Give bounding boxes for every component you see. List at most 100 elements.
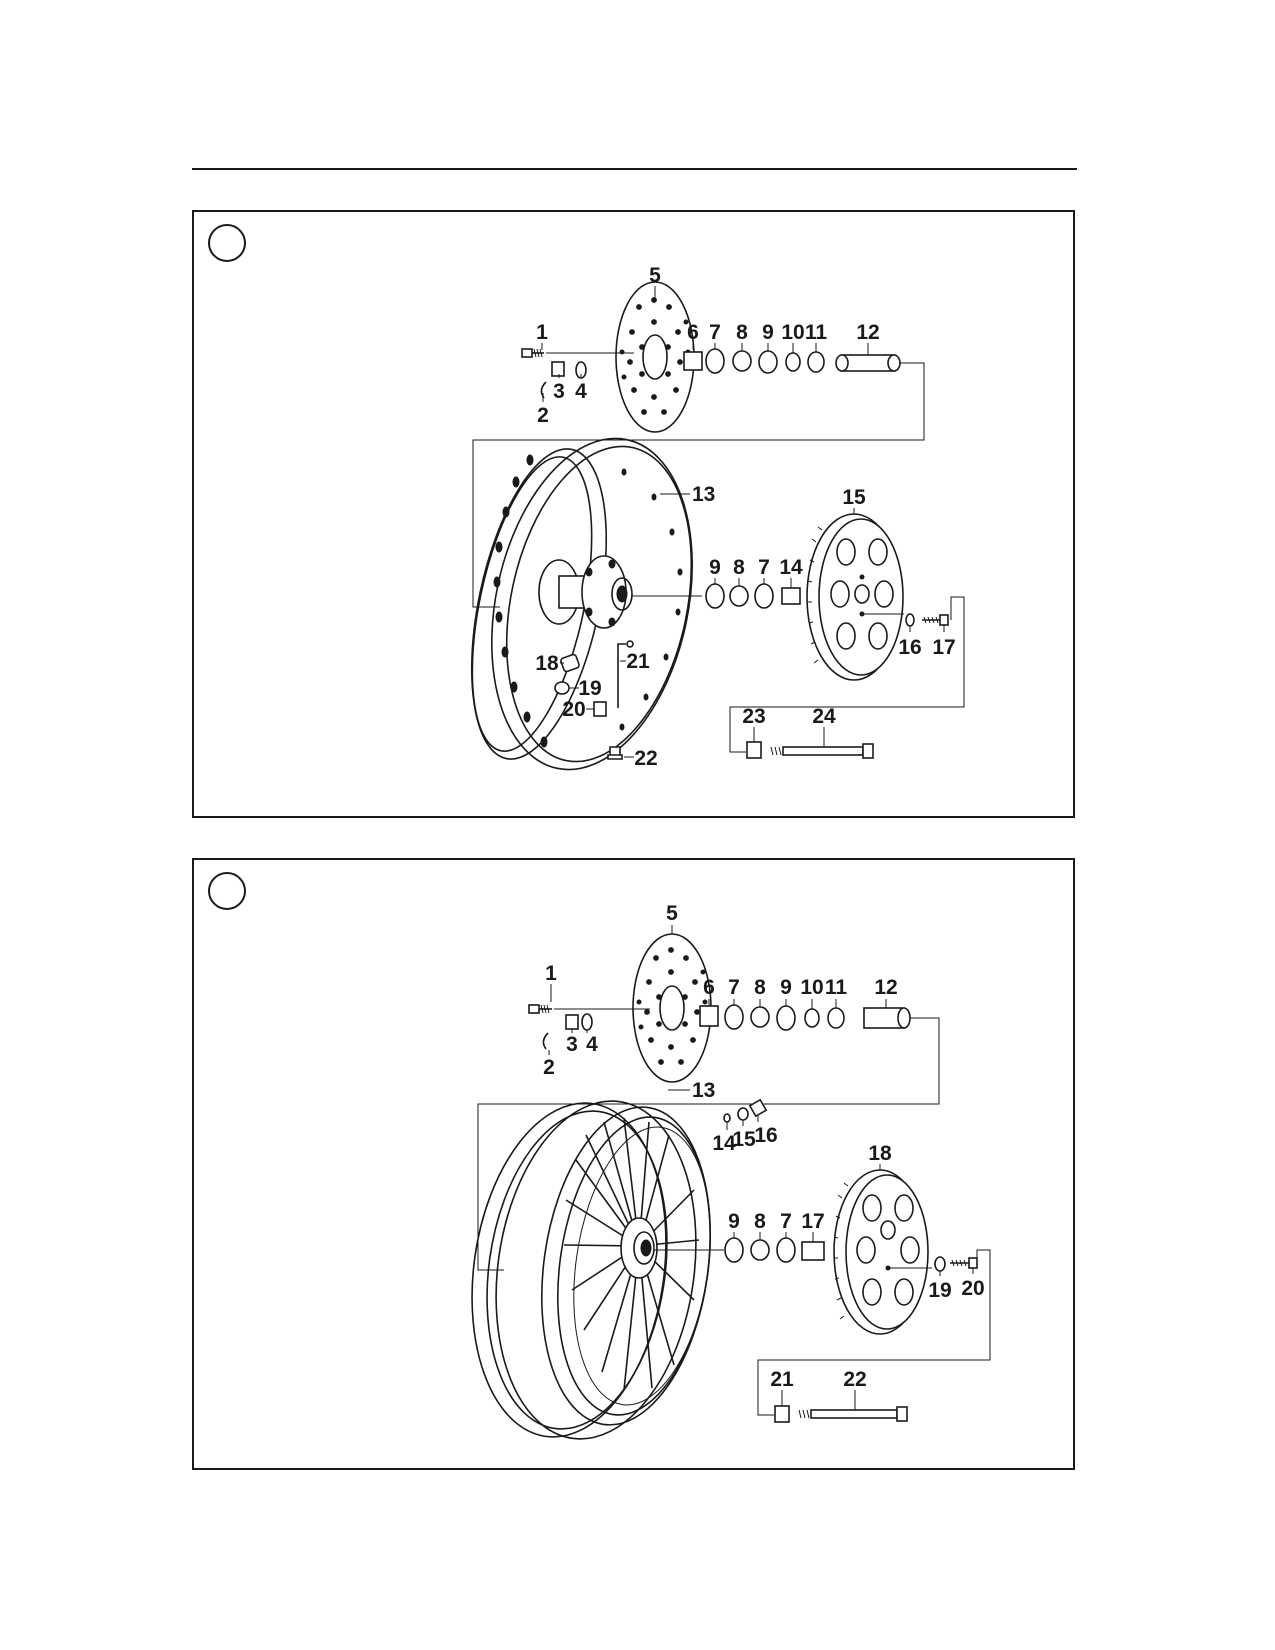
callout-label: 8	[754, 1210, 766, 1233]
roller-bearing	[750, 1239, 770, 1261]
header-rule	[192, 168, 1077, 170]
cast-wheel-drawing: 1 2 3 4 5 6 7 8 9 10 11 12 13 14 15 16 1…	[471, 902, 991, 1440]
callout-label: 20	[961, 1277, 984, 1300]
assembly-path-line	[729, 596, 965, 753]
callout-label: 17	[801, 1210, 824, 1233]
figure-marker-circle	[208, 224, 246, 262]
lock-nut	[554, 681, 570, 695]
callout-label: 10	[781, 321, 804, 344]
roller-bearing	[750, 1006, 770, 1028]
callout-label: 5	[649, 264, 661, 287]
callout-label: 14	[779, 556, 803, 579]
callout-label: 3	[566, 1033, 578, 1056]
callout-label: 2	[537, 404, 549, 427]
callout-label: 21	[770, 1368, 794, 1391]
seal	[705, 583, 725, 609]
callout-label: 13	[692, 483, 715, 506]
callout-label: 20	[562, 698, 585, 721]
valve-stem	[617, 643, 626, 708]
callout-label: 15	[842, 486, 866, 509]
callout-label: 11	[805, 321, 828, 344]
bearing-cup	[754, 583, 774, 609]
callout-label: 22	[634, 747, 657, 770]
callout-label: 19	[928, 1279, 951, 1302]
callout-label: 4	[575, 380, 587, 403]
o-ring	[807, 351, 825, 373]
callout-label: 6	[687, 321, 699, 344]
pulley-bolt	[922, 614, 949, 626]
castle-nut	[551, 361, 565, 377]
pulley-washer	[934, 1256, 946, 1272]
callout-label: 18	[535, 652, 559, 675]
callout-label: 18	[868, 1142, 892, 1165]
seal	[758, 350, 778, 374]
roller-bearing	[732, 350, 752, 372]
callout-label: 1	[536, 321, 548, 344]
callout-label: 21	[626, 650, 650, 673]
exploded-view-spoke-wheel: 1 2 3 4 5 6 7 8 9 10 11 12 13 9 8 7 14 1…	[192, 210, 1075, 818]
bearing-cup	[705, 348, 725, 374]
callout-label: 14	[712, 1132, 736, 1155]
spoke-nipple	[560, 653, 580, 673]
callout-label: 7	[709, 321, 721, 344]
seal	[724, 1237, 744, 1263]
callout-label: 19	[578, 677, 601, 700]
callout-label: 2	[543, 1056, 555, 1079]
callout-label: 9	[762, 321, 774, 344]
spacer	[683, 351, 703, 371]
callout-label: 4	[586, 1033, 598, 1056]
callout-label: 8	[733, 556, 745, 579]
callout-label: 24	[812, 705, 836, 728]
callout-label: 12	[874, 976, 897, 999]
pulley-bolt	[950, 1257, 978, 1269]
cast-wheel-rim	[471, 1100, 724, 1440]
callout-label: 11	[825, 976, 848, 999]
callout-label: 9	[780, 976, 792, 999]
pulley-washer	[905, 613, 915, 627]
callout-label: 9	[728, 1210, 740, 1233]
callout-label: 15	[732, 1128, 756, 1151]
callout-label: 23	[742, 705, 765, 728]
disc-washer	[581, 1013, 593, 1031]
spacer	[781, 587, 801, 605]
axle-sleeve	[835, 354, 901, 372]
small-bolt	[748, 1098, 768, 1118]
brake-disc	[615, 281, 695, 433]
spoke-wheel-rim	[470, 437, 693, 771]
callout-label: 5	[666, 902, 678, 925]
small-nut	[737, 1107, 749, 1121]
callout-label: 8	[736, 321, 748, 344]
small-washer	[723, 1113, 731, 1123]
disc-bolt	[521, 348, 634, 358]
valve-core	[607, 746, 623, 760]
callout-label: 3	[553, 380, 565, 403]
callout-label: 7	[780, 1210, 792, 1233]
spoke-wheel-drawing: 1 2 3 4 5 6 7 8 9 10 11 12 13 9 8 7 14 1…	[470, 264, 965, 771]
callout-labels: 1 2 3 4 5 6 7 8 9 10 11 12 13 9 8 7 14 1…	[535, 264, 955, 770]
callout-label: 17	[932, 636, 955, 659]
disc-bolt	[528, 1004, 650, 1014]
callout-label: 22	[843, 1368, 866, 1391]
bearing-cup	[724, 1004, 744, 1030]
callout-label: 10	[800, 976, 823, 999]
o-ring	[827, 1007, 845, 1029]
callout-label: 7	[758, 556, 770, 579]
callout-labels: 1 2 3 4 5 6 7 8 9 10 11 12 13 14 15 16 1…	[543, 902, 985, 1391]
rear-axle	[798, 1406, 908, 1422]
axle-collar	[746, 741, 762, 759]
callout-label: 9	[709, 556, 721, 579]
callout-label: 16	[898, 636, 921, 659]
spacer-ring	[804, 1008, 820, 1028]
castle-nut	[565, 1014, 579, 1030]
spacer-ring	[785, 352, 801, 372]
callout-label: 1	[545, 962, 557, 985]
cotter-pin	[540, 381, 547, 399]
drive-pulley	[806, 513, 904, 681]
callout-label: 13	[692, 1079, 715, 1102]
callout-label: 16	[754, 1124, 777, 1147]
valve-spacer	[593, 701, 607, 717]
wheel-hub	[538, 555, 702, 629]
drive-pulley	[833, 1169, 929, 1335]
roller-bearing	[729, 585, 749, 607]
valve-cap	[626, 640, 634, 648]
